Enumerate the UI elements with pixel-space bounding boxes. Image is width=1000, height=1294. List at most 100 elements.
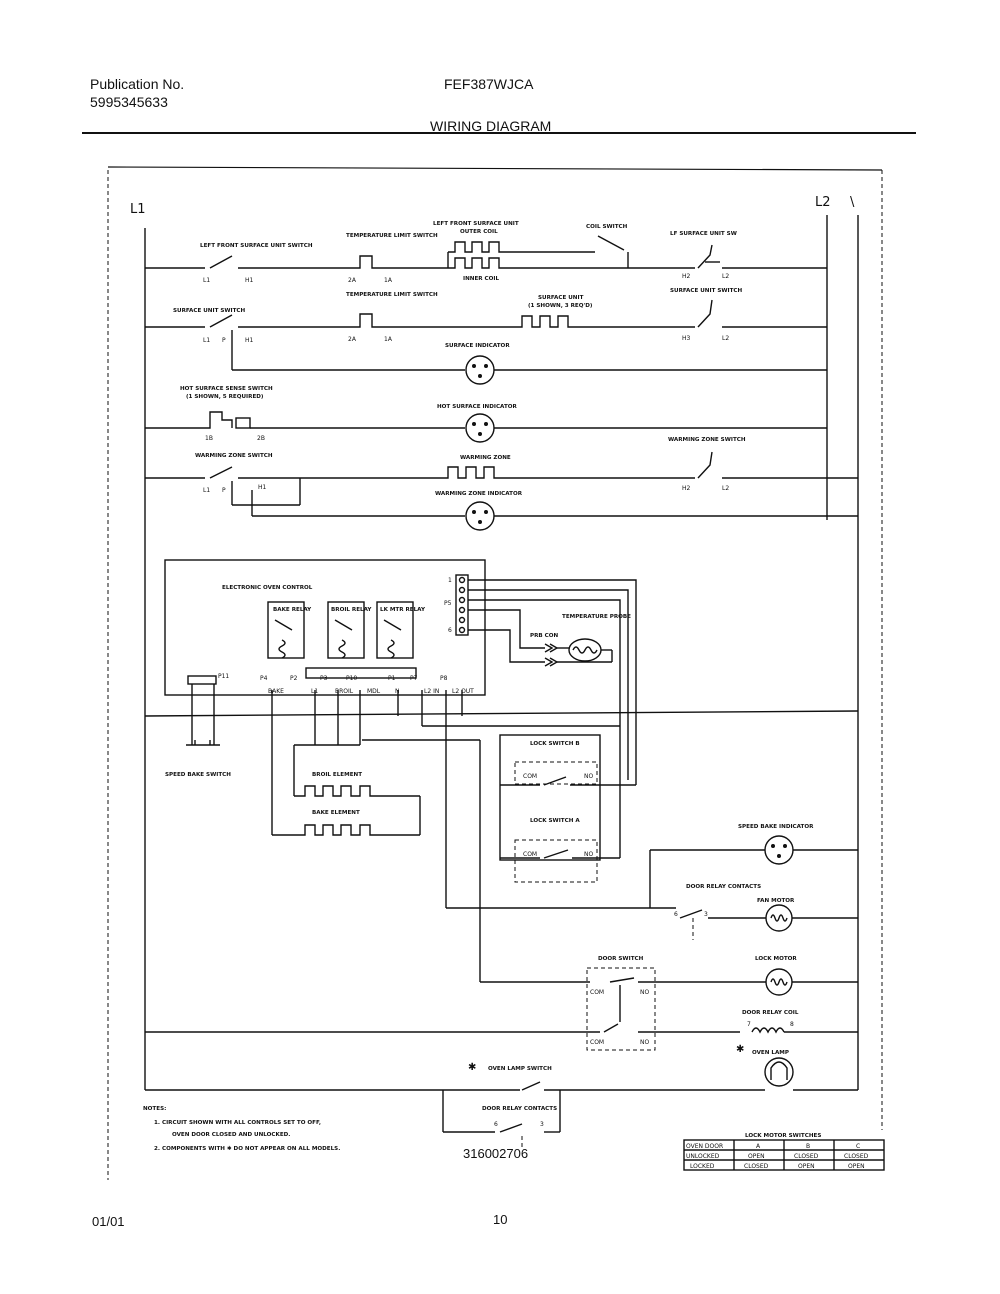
- term-h2-a: H2: [682, 273, 691, 280]
- term-h2-w: H2: [682, 485, 691, 492]
- broil-relay: [327, 601, 365, 659]
- prb-con-label: PRB CON: [530, 633, 558, 639]
- note-1b: OVEN DOOR CLOSED AND UNLOCKED.: [172, 1132, 290, 1138]
- door-switch-circuit: DOOR SWITCH COM NO LOCK MOTOR COM NO DOO…: [145, 956, 858, 1051]
- oven-lamp-switch-asterisk: ✱: [468, 1062, 476, 1073]
- page-title: WIRING DIAGRAM: [430, 118, 552, 134]
- p5-pin6: 6: [448, 627, 452, 634]
- lf-switch-label: LEFT FRONT SURFACE UNIT SWITCH: [200, 243, 313, 249]
- broil-element-label: BROIL ELEMENT: [312, 772, 362, 778]
- lock-table-r0c0: UNLOCKED: [686, 1153, 720, 1160]
- temp-limit-2-label: TEMPERATURE LIMIT SWITCH: [346, 292, 438, 298]
- door-relay-contacts-label: DOOR RELAY CONTACTS: [686, 884, 761, 890]
- surface-unit-note: (1 SHOWN, 3 REQ'D): [528, 303, 593, 309]
- hot-indicator-label: HOT SURFACE INDICATOR: [437, 404, 518, 410]
- row-warming-zone: WARMING ZONE SWITCH L1 P H1 WARMING ZONE…: [145, 437, 858, 531]
- bake-relay-label: BAKE RELAY: [273, 607, 312, 613]
- publication-label: Publication No.: [90, 76, 185, 92]
- lock-table-title: LOCK MOTOR SWITCHES: [745, 1133, 821, 1139]
- term-p-w: P: [222, 487, 226, 494]
- lock-switch-b-label: LOCK SWITCH B: [530, 741, 580, 747]
- door-relay-contacts-2-label: DOOR RELAY CONTACTS: [482, 1106, 557, 1112]
- surface-unit-label: SURFACE UNIT: [538, 295, 584, 301]
- lock-table-h0: OVEN DOOR: [686, 1143, 723, 1150]
- row-surface-unit: SURFACE UNIT SWITCH L1 P H1 TEMPERATURE …: [145, 288, 827, 370]
- lock-b-no: NO: [584, 773, 593, 780]
- door-switch-label: DOOR SWITCH: [598, 956, 644, 962]
- p5-pin1: 1: [448, 577, 452, 584]
- inner-coil-label: INNER COIL: [463, 276, 499, 282]
- fan-motor-label: FAN MOTOR: [757, 898, 795, 904]
- lock-table-r0c2: CLOSED: [794, 1153, 819, 1160]
- contact-3-a: 3: [704, 911, 708, 918]
- notes: NOTES: 1. CIRCUIT SHOWN WITH ALL CONTROL…: [143, 1106, 340, 1152]
- notes-heading: NOTES:: [143, 1106, 166, 1112]
- l2-slash: \: [850, 195, 855, 210]
- coil-7: 7: [747, 1021, 751, 1028]
- oven-control-label: ELECTRONIC OVEN CONTROL: [222, 585, 313, 591]
- term-2b: 2B: [257, 435, 265, 442]
- p11-label: P11: [218, 673, 229, 680]
- contact-3-b: 3: [540, 1121, 544, 1128]
- p5-connector: [455, 574, 469, 636]
- oven-lamp-label: OVEN LAMP: [752, 1050, 789, 1056]
- hot-sense-note: (1 SHOWN, 5 REQUIRED): [186, 394, 264, 400]
- note-2: 2. COMPONENTS WITH ✱ DO NOT APPEAR ON AL…: [154, 1145, 340, 1152]
- p11-connector: [187, 675, 217, 685]
- l2-label: L2: [815, 195, 831, 210]
- pin-p1: P1: [388, 675, 396, 682]
- term-h1-b: H1: [245, 337, 254, 344]
- lock-table-h3: C: [856, 1143, 860, 1150]
- pin-p8: P8: [440, 675, 448, 682]
- door-com-bot: COM: [590, 1039, 604, 1046]
- pin-p4: P4: [260, 675, 268, 682]
- warming-switch-r-label: WARMING ZONE SWITCH: [668, 437, 746, 443]
- oven-lamp-asterisk: ✱: [736, 1044, 744, 1055]
- frame-top: [107, 166, 883, 171]
- term-l1-a: L1: [203, 277, 210, 284]
- lock-table-r1c3: OPEN: [848, 1163, 865, 1170]
- lock-b-com: COM: [523, 773, 537, 780]
- contact-6-a: 6: [674, 911, 678, 918]
- lock-motor-switches-table: LOCK MOTOR SWITCHES OVEN DOOR A B C UNLO…: [683, 1133, 885, 1171]
- outer-coil-label: OUTER COIL: [460, 229, 498, 235]
- pin-l2out: L2 OUT: [452, 688, 474, 695]
- publication-number: 5995345633: [90, 94, 168, 110]
- footer-date: 01/01: [92, 1214, 125, 1229]
- row-left-front-unit: LEFT FRONT SURFACE UNIT SWITCH L1 H1 TEM…: [145, 221, 827, 284]
- lock-table-r0c1: OPEN: [748, 1153, 765, 1160]
- surface-indicator-label: SURFACE INDICATOR: [445, 343, 510, 349]
- lock-switches: LOCK SWITCH B COM NO LOCK SWITCH A COM N…: [499, 734, 636, 883]
- term-1b: 1B: [205, 435, 213, 442]
- term-h1-a: H1: [245, 277, 254, 284]
- lock-table-r1c2: OPEN: [798, 1163, 815, 1170]
- fan-motor-circuit: DOOR RELAY CONTACTS 6 3 FAN MOTOR: [446, 884, 858, 940]
- lock-a-com: COM: [523, 851, 537, 858]
- term-h3-b: H3: [682, 335, 691, 342]
- term-l1-w: L1: [203, 487, 210, 494]
- warming-zone-label: WARMING ZONE: [460, 455, 511, 461]
- pin-l2in: L2 IN: [424, 688, 439, 695]
- lock-switch-a-label: LOCK SWITCH A: [530, 818, 580, 824]
- warming-switch-label: WARMING ZONE SWITCH: [195, 453, 273, 459]
- warming-indicator-label: WARMING ZONE INDICATOR: [435, 491, 523, 497]
- door-com-top: COM: [590, 989, 604, 996]
- lock-a-no: NO: [584, 851, 593, 858]
- surface-indicator: SURFACE INDICATOR: [232, 343, 827, 385]
- pin-p2: P2: [290, 675, 298, 682]
- footer-page: 10: [493, 1212, 508, 1227]
- pin-p7: P7: [410, 675, 418, 682]
- title-rule: [82, 132, 916, 134]
- pin-mdl: MDL: [367, 688, 381, 695]
- term-2a-b: 2A: [348, 336, 357, 343]
- surface-unit-switch-r-label: SURFACE UNIT SWITCH: [670, 288, 743, 294]
- lk-relay-label: LK MTR RELAY: [380, 607, 426, 613]
- p5-wiring: PRB CON TEMPERATURE PROBE: [468, 579, 637, 858]
- pin-p10: P10: [346, 675, 357, 682]
- door-no-top: NO: [640, 989, 649, 996]
- electronic-oven-control: ELECTRONIC OVEN CONTROL BAKE RELAY BROIL…: [164, 559, 486, 696]
- surface-switch-label: SURFACE UNIT SWITCH: [173, 308, 246, 314]
- bake-relay: [267, 601, 305, 659]
- term-1a-b: 1A: [384, 336, 393, 343]
